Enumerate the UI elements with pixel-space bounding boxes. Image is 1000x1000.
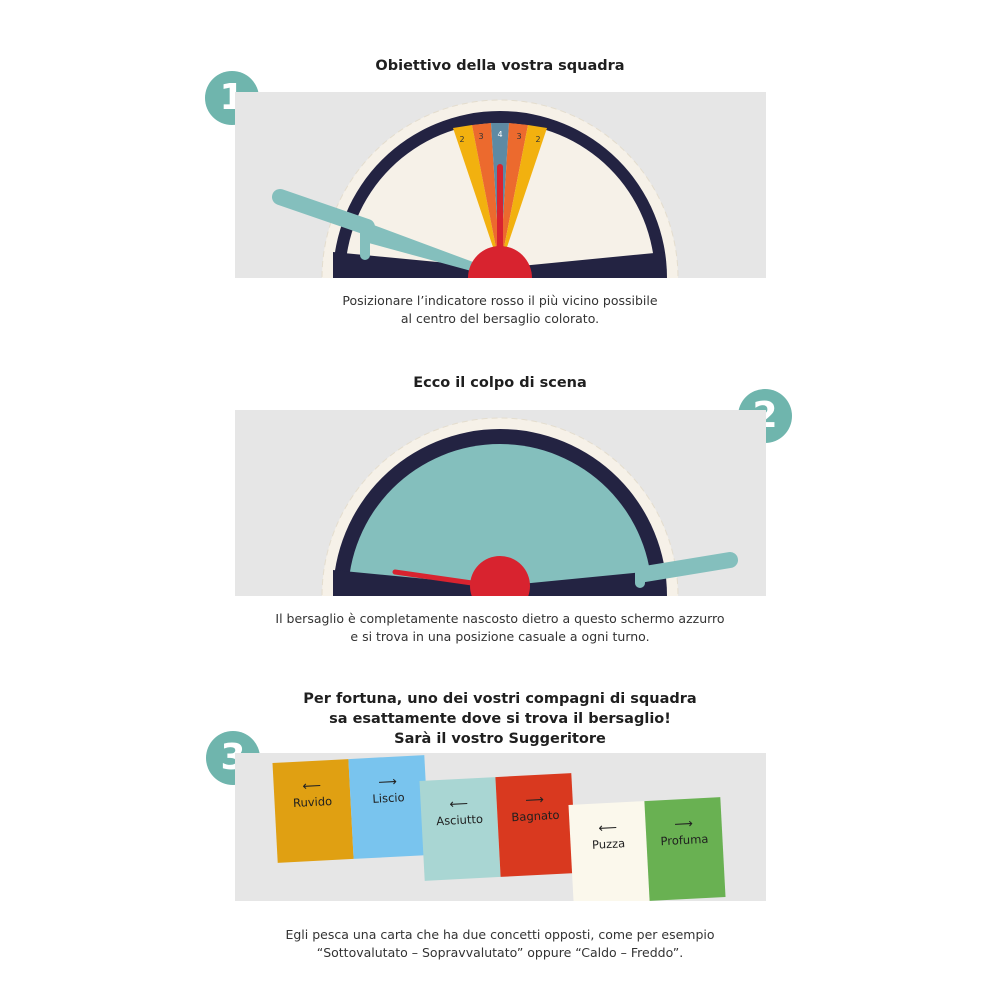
card3-left-half: ⟵ Puzza (568, 801, 650, 901)
section1-caption-line1: Posizionare l’indicatore rosso il più vi… (342, 293, 658, 308)
card1-right-half: ⟶ Liscio (348, 755, 430, 859)
dial-panel-1: 2 3 4 3 2 (235, 92, 766, 278)
card-asciutto-bagnato: ⟵ Asciutto ⟶ Bagnato (419, 773, 577, 881)
card1-left-half: ⟵ Ruvido (272, 759, 354, 863)
card-ruvido-liscio: ⟵ Ruvido ⟶ Liscio (272, 755, 430, 863)
target-wedge-3-left (472, 123, 500, 268)
card1-right-word: Liscio (372, 790, 405, 806)
card2-left-word: Asciutto (435, 811, 484, 829)
card3-left-word: Puzza (591, 836, 626, 852)
card3-right-word: Profuma (660, 831, 709, 849)
blue-screen-cover (348, 444, 652, 596)
cards-panel: ⟵ Ruvido ⟶ Liscio ⟵ Asciutto ⟶ Bagnato ⟵… (235, 753, 766, 901)
section3-caption: Egli pesca una carta che ha due concetti… (0, 926, 1000, 962)
dial-panel-2 (235, 410, 766, 596)
section1-caption: Posizionare l’indicatore rosso il più vi… (0, 292, 1000, 328)
red-hub (468, 246, 532, 278)
target-score-1: 2 (459, 135, 464, 144)
section3-caption-line1: Egli pesca una carta che ha due concetti… (285, 927, 715, 942)
target-wedge-2-right (500, 125, 547, 268)
section3-title-line2: sa esattamente dove si trova il bersagli… (329, 711, 671, 727)
card-puzza-profuma: ⟵ Puzza ⟶ Profuma (568, 797, 726, 901)
dial2-base (333, 570, 665, 596)
card3-right-half: ⟶ Profuma (644, 797, 726, 901)
section3-title-line3: Sarà il vostro Suggeritore (394, 731, 606, 747)
dial-base (333, 252, 665, 278)
card2-right-half: ⟶ Bagnato (495, 773, 577, 877)
section2-title: Ecco il colpo di scena (413, 375, 587, 391)
section1-caption-line2: al centro del bersaglio colorato. (400, 311, 600, 326)
dial-target-illustration: 2 3 4 3 2 (272, 99, 679, 278)
dial-screen-illustration (321, 417, 738, 596)
section3-title: Per fortuna, uno dei vostri compagni di … (0, 689, 1000, 749)
section3-caption-line2: “Sottovalutato – Sopravvalutato” oppure … (316, 945, 684, 960)
target-wedge-3-right (500, 123, 528, 268)
section1-title: Obiettivo della vostra squadra (375, 58, 625, 74)
section2-caption-line2: e si trova in una posizione casuale a og… (350, 629, 650, 644)
red-pointer-needle (497, 164, 503, 264)
section2-caption-line1: Il bersaglio è completamente nascosto di… (275, 611, 725, 626)
card1-left-word: Ruvido (292, 793, 333, 811)
target-score-3: 4 (497, 130, 502, 139)
section2-caption: Il bersaglio è completamente nascosto di… (0, 610, 1000, 646)
target-score-4: 3 (516, 132, 521, 141)
screen-lever-handle (272, 189, 500, 272)
card2-right-word: Bagnato (511, 807, 560, 825)
screen-lever-handle-2 (635, 552, 738, 588)
section3-title-line1: Per fortuna, uno dei vostri compagni di … (303, 691, 697, 707)
target-score-5: 2 (535, 135, 540, 144)
target-score-2: 3 (478, 132, 483, 141)
red-hub-2 (470, 556, 530, 596)
target-wedge-2-left (453, 125, 500, 268)
card2-left-half: ⟵ Asciutto (419, 777, 501, 881)
